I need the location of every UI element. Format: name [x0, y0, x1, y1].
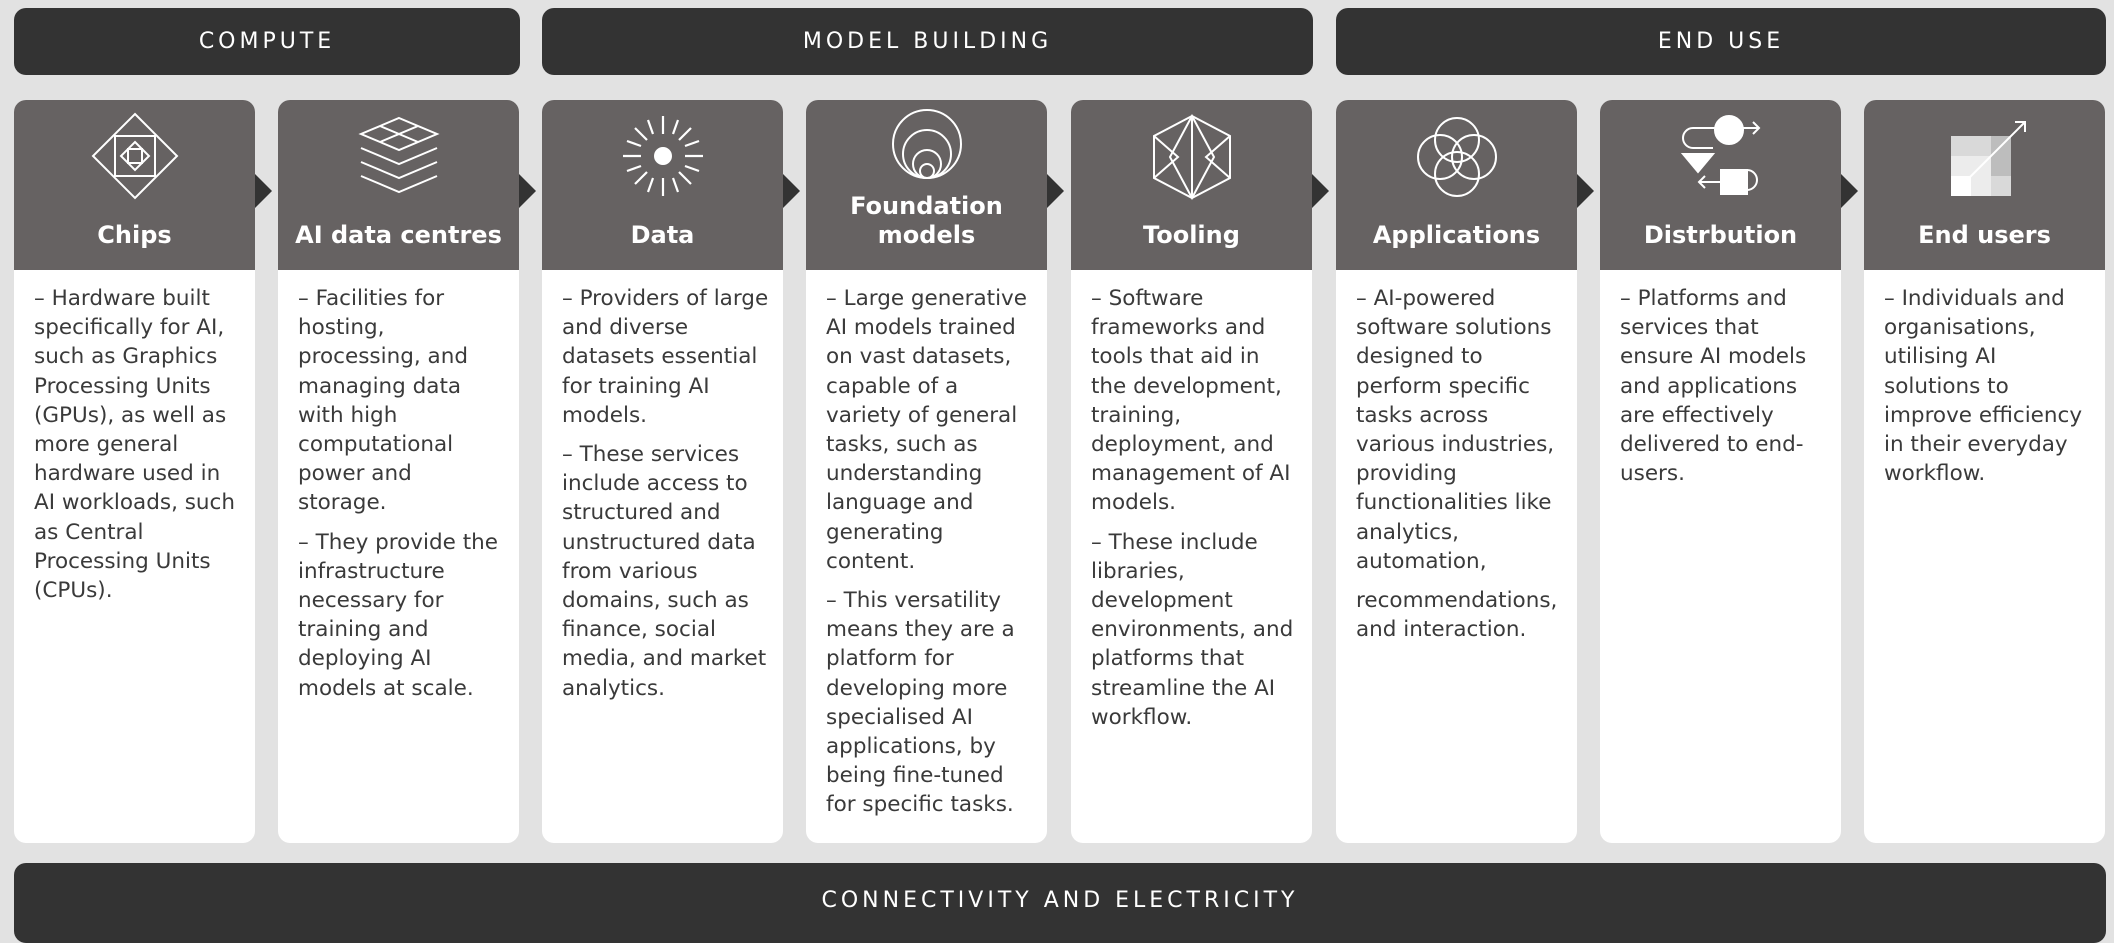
overlapping-circles-icon [1416, 117, 1497, 197]
card-paragraph: – This versatility means they are a plat… [826, 588, 1015, 818]
arrow-icon [1047, 174, 1064, 208]
arrow-icon [1577, 174, 1594, 208]
card-head: Tooling [1071, 100, 1312, 270]
card-head: Foundation models [806, 100, 1047, 270]
card-body: – Software frameworks and tools that aid… [1071, 270, 1312, 732]
card-paragraph: – Providers of large and diverse dataset… [562, 286, 769, 428]
card-paragraph: – They provide the infrastructure necess… [298, 529, 498, 701]
card-head: AI data centres [278, 100, 519, 270]
card-body: – Hardware built specifically for AI, su… [14, 270, 255, 605]
arrow-icon [519, 174, 536, 208]
chip-icon [91, 112, 178, 200]
card-paragraph: – These include libraries, development e… [1091, 529, 1294, 730]
card-body: – Facilities for hosting, processing, an… [278, 270, 519, 703]
card-distribution: Distrbution – Platforms and services tha… [1600, 100, 1841, 843]
stacked-layers-icon [357, 116, 440, 194]
card-paragraph: – Software frameworks and tools that aid… [1091, 286, 1291, 516]
card-title: Foundation models [850, 192, 1003, 249]
card-chips: Chips – Hardware built specifically for … [14, 100, 255, 843]
card-applications: Applications – AI-powered software solut… [1336, 100, 1577, 843]
card-head: End users [1864, 100, 2105, 270]
card-title: Chips [97, 221, 172, 249]
burst-icon [622, 116, 703, 196]
card-head: Distrbution [1600, 100, 1841, 270]
header-compute: COMPUTE [14, 8, 520, 75]
header-end-use: END USE [1336, 8, 2106, 75]
card-title: Tooling [1143, 221, 1240, 249]
card-paragraph: – These services include access to struc… [562, 442, 767, 701]
growth-squares-icon [1950, 121, 2026, 196]
card-paragraph: – Large generative AI models trained on … [826, 286, 1028, 574]
card-head: Data [542, 100, 783, 270]
card-paragraph: – Hardware built specifically for AI, su… [34, 286, 236, 604]
card-data: Data – Providers of large and diverse da… [542, 100, 783, 843]
card-body: – Large generative AI models trained on … [806, 270, 1047, 820]
arrow-icon [1841, 174, 1858, 208]
header-model-building: MODEL BUILDING [542, 8, 1313, 75]
card-head: Applications [1336, 100, 1577, 270]
card-paragraph: – Platforms and services that ensure AI … [1620, 286, 1807, 487]
card-paragraph: – Facilities for hosting, processing, an… [298, 286, 468, 516]
card-paragraph: recommendations, and interaction. [1356, 588, 1558, 643]
nested-circles-icon [891, 109, 962, 179]
card-tooling: Tooling – Software frameworks and tools … [1071, 100, 1312, 843]
card-body: – Platforms and services that ensure AI … [1600, 270, 1841, 488]
card-ai-data-centres: AI data centres – Facilities for hosting… [278, 100, 519, 843]
card-paragraph: – Individuals and organisations, utilisi… [1884, 286, 2083, 487]
flow-shapes-icon [1680, 115, 1760, 195]
arrow-icon [1312, 174, 1329, 208]
card-title: Data [630, 221, 695, 249]
card-head: Chips [14, 100, 255, 270]
card-body: – AI-powered software solutions designed… [1336, 270, 1577, 644]
arrow-icon [783, 174, 800, 208]
hexagon-icon [1152, 113, 1231, 201]
footer-connectivity-electricity: CONNECTIVITY AND ELECTRICITY [14, 863, 2106, 943]
card-title: End users [1918, 221, 2051, 249]
card-end-users: End users – Individuals and organisation… [1864, 100, 2105, 843]
card-title: AI data centres [295, 221, 502, 249]
arrow-icon [255, 174, 272, 208]
card-body: – Individuals and organisations, utilisi… [1864, 270, 2105, 488]
card-paragraph: – AI-powered software solutions designed… [1356, 286, 1555, 574]
card-foundation-models: Foundation models – Large generative AI … [806, 100, 1047, 843]
card-body: – Providers of large and diverse dataset… [542, 270, 783, 703]
card-title: Distrbution [1643, 221, 1798, 249]
card-title: Applications [1372, 221, 1541, 249]
